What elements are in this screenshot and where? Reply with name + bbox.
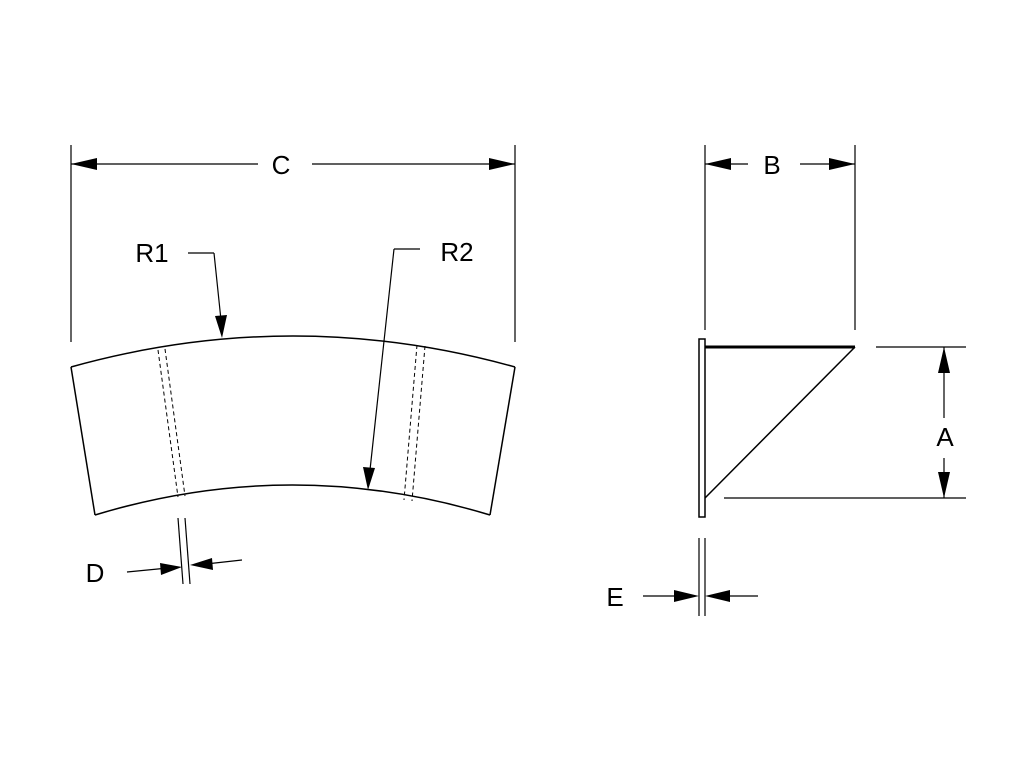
right-seam-line-2 xyxy=(411,345,426,502)
left-seam-line-2 xyxy=(164,348,186,497)
e-arrow-left xyxy=(674,590,699,602)
panel-inner-arc xyxy=(94,484,491,516)
e-label: E xyxy=(606,582,623,612)
panel-outer-arc xyxy=(70,335,516,368)
d-arrow-right xyxy=(190,558,213,570)
dimension-label-c: C xyxy=(272,150,291,180)
a-arrow-bottom xyxy=(938,472,950,498)
e-arrow-right xyxy=(705,590,730,602)
curved-panel-view: C R1 R2 D xyxy=(70,145,516,588)
panel-left-edge xyxy=(70,366,96,516)
c-arrow-left xyxy=(71,158,97,170)
bracket-profile-view: B A E xyxy=(606,145,966,616)
r1-arrow xyxy=(215,315,227,338)
a-arrow-top xyxy=(938,347,950,373)
b-arrow-right xyxy=(829,158,855,170)
d-arrow-left xyxy=(160,563,182,575)
a-label: A xyxy=(936,422,954,452)
c-arrow-right xyxy=(489,158,515,170)
bracket-diagonal-brace xyxy=(704,346,856,499)
r2-arrow xyxy=(363,467,375,490)
left-seam-line-1 xyxy=(157,349,179,498)
r1-leader-vertical xyxy=(213,252,222,321)
r2-leader-vertical xyxy=(369,248,395,471)
d-extension-left xyxy=(177,517,184,585)
r2-label: R2 xyxy=(440,237,473,267)
b-label: B xyxy=(763,150,780,180)
d-label: D xyxy=(86,558,105,588)
d-extension-right xyxy=(184,517,191,585)
right-seam-line-1 xyxy=(403,344,418,501)
r1-label: R1 xyxy=(135,238,168,268)
panel-right-edge xyxy=(489,366,516,516)
b-arrow-left xyxy=(705,158,731,170)
bracket-back-plate xyxy=(698,338,706,518)
